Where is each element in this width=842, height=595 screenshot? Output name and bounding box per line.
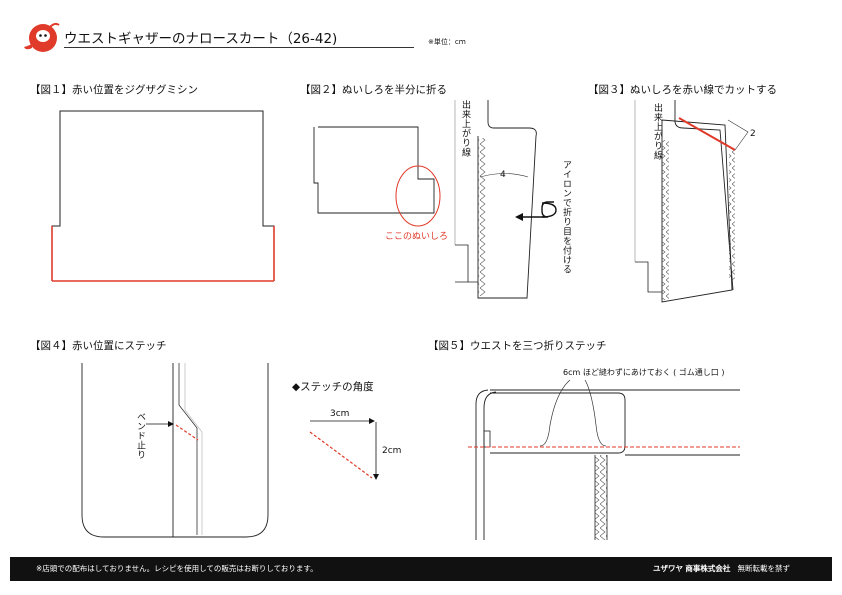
- fig3-cut-label: 2: [750, 129, 756, 139]
- fig5-waist-detail: [468, 379, 740, 540]
- fig1-skirt-panel: [51, 110, 275, 282]
- fig1-label: 【図１】赤い位置をジグザグミシン: [30, 84, 198, 96]
- footer-company: ユザワヤ 商事株式会社 無断転載を禁ず: [653, 563, 790, 574]
- fig4-dx-label: 3cm: [330, 409, 350, 419]
- footer-bar: ※店頭での配布はしておりません。レシピを使用しての販売はお断りしております。 ユ…: [10, 557, 832, 581]
- fig3-finish-line-label: 出来上がり線: [652, 103, 662, 160]
- footer-copyright: 無断転載を禁ず: [737, 564, 791, 573]
- fig4-slit-detail: [81, 363, 269, 538]
- page-title: ウエストギャザーのナロースカート（26-42): [64, 31, 338, 47]
- fig5-label: 【図５】ウエストを三つ折りステッチ: [428, 340, 607, 352]
- fig3-cut-detail: [634, 100, 749, 303]
- unit-note: ※単位：cｍ: [428, 38, 466, 46]
- daruma-logo-icon: [22, 18, 62, 54]
- fig4-bend-note: ベンド止り: [135, 412, 145, 460]
- fig2-iron-note: アイロンで折り目を付ける: [561, 160, 571, 274]
- fig2-panel: [313, 126, 441, 227]
- fig2-label: 【図２】ぬいしろを半分に折る: [300, 84, 447, 96]
- title-underline: [64, 47, 414, 48]
- footer-note: ※店頭での配布はしておりません。レシピを使用しての販売はお断りしております。: [36, 564, 318, 573]
- fig3-label: 【図３】ぬいしろを赤い線でカットする: [588, 84, 777, 96]
- fig2-seam-note: ここのぬいしろ: [385, 232, 449, 242]
- fig2-finish-line-label: 出来上がり線: [460, 100, 470, 157]
- fig4-angle-detail: [309, 418, 379, 480]
- fig4-label: 【図４】赤い位置にステッチ: [30, 340, 167, 352]
- fig4-dy-label: 2cm: [382, 446, 402, 456]
- footer-company-name: 商事株式会社: [685, 564, 731, 573]
- fig2-fold-detail: [454, 100, 557, 299]
- fig2-width-label: 4: [500, 170, 506, 180]
- fig5-gap-note: 6cm ほど縫わずにあけておく ( ゴム通し口 ): [563, 368, 725, 377]
- footer-brand: ユザワヤ: [652, 564, 683, 573]
- fig4-angle-title: ◆ステッチの角度: [292, 381, 374, 393]
